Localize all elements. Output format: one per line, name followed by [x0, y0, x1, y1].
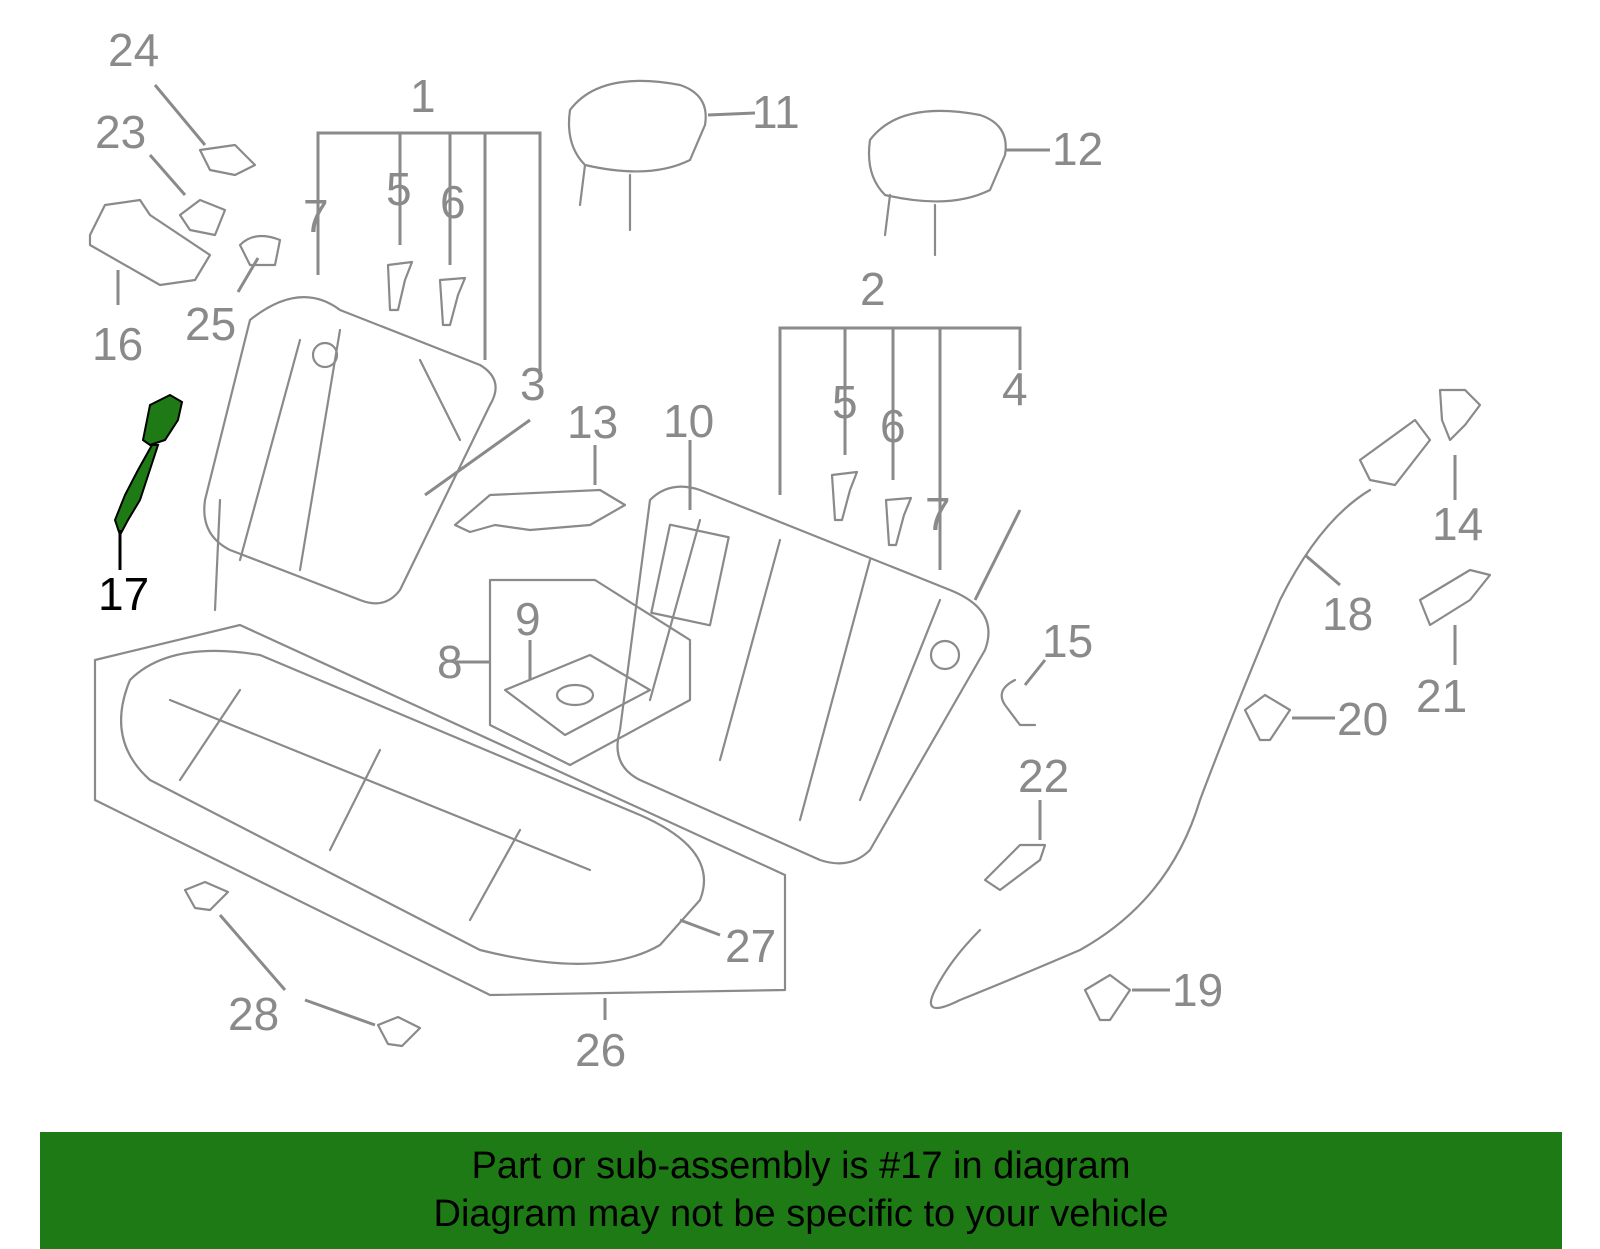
- callout-5-right[interactable]: 5: [832, 376, 858, 428]
- callout-labels: 1 2 3 4 5 5 6 6 7 7 8 9 10 11 12 13 14 1…: [92, 24, 1483, 1076]
- part-22: [983, 843, 1047, 892]
- clip-15: [1000, 678, 1037, 727]
- callout-2[interactable]: 2: [860, 263, 886, 315]
- bracket-13: [453, 488, 627, 534]
- callout-7-left[interactable]: 7: [303, 190, 329, 242]
- part-23: [178, 198, 227, 237]
- callout-9[interactable]: 9: [515, 593, 541, 645]
- callout-25[interactable]: 25: [185, 298, 236, 350]
- banner-line-part: Part or sub-assembly is #17 in diagram: [471, 1145, 1131, 1187]
- part-25: [238, 234, 282, 267]
- callout-14[interactable]: 14: [1432, 498, 1483, 550]
- callout-15[interactable]: 15: [1042, 615, 1093, 667]
- callout-19[interactable]: 19: [1172, 964, 1223, 1016]
- clip-28b: [376, 1015, 422, 1048]
- callout-1[interactable]: 1: [410, 70, 436, 122]
- part-21: [1418, 568, 1492, 627]
- callout-27[interactable]: 27: [725, 920, 776, 972]
- cup-holder: [503, 653, 652, 737]
- parts-diagram: 1 2 3 4 5 5 6 6 7 7 8 9 10 11 12 13 14 1…: [88, 24, 1492, 1076]
- callout-21[interactable]: 21: [1416, 670, 1467, 722]
- part-16: [88, 198, 212, 287]
- info-banner: Part or sub-assembly is #17 in diagram D…: [40, 1132, 1562, 1249]
- callout-12[interactable]: 12: [1052, 123, 1103, 175]
- callout-6-right[interactable]: 6: [880, 400, 906, 452]
- seat-cushion: [119, 649, 705, 965]
- clip-28a: [183, 880, 230, 912]
- highlighted-part-17[interactable]: [113, 393, 184, 538]
- callout-16[interactable]: 16: [92, 318, 143, 370]
- callout-5-left[interactable]: 5: [386, 163, 412, 215]
- armrest-kit-box: [488, 578, 692, 767]
- release-cable-18: [929, 488, 1372, 1010]
- headrest-11: [567, 79, 707, 173]
- clip-20: [1243, 693, 1292, 742]
- leader-lines: [116, 84, 1457, 1027]
- part-14: [1438, 388, 1482, 442]
- callout-10[interactable]: 10: [663, 395, 714, 447]
- callout-11[interactable]: 11: [752, 86, 800, 138]
- callout-3[interactable]: 3: [520, 358, 546, 410]
- callout-4[interactable]: 4: [1002, 363, 1028, 415]
- callout-7-right[interactable]: 7: [925, 488, 951, 540]
- seat-cushion-box: [93, 623, 787, 997]
- release-handle-18: [1358, 418, 1432, 487]
- pass-through-opening: [650, 523, 730, 627]
- headrest-12: [867, 109, 1007, 203]
- left-seat-back: [203, 296, 497, 605]
- callout-28[interactable]: 28: [228, 988, 279, 1040]
- part-outlines: [88, 79, 1492, 1048]
- callout-13[interactable]: 13: [567, 396, 618, 448]
- callout-22[interactable]: 22: [1018, 750, 1069, 802]
- part-24: [198, 143, 257, 177]
- callout-20[interactable]: 20: [1337, 693, 1388, 745]
- callout-8[interactable]: 8: [437, 636, 463, 688]
- callout-24[interactable]: 24: [108, 24, 159, 76]
- callout-23[interactable]: 23: [95, 106, 146, 158]
- clip-19: [1083, 973, 1132, 1022]
- callout-17[interactable]: 17: [98, 568, 149, 620]
- callout-26[interactable]: 26: [575, 1024, 626, 1076]
- callout-18[interactable]: 18: [1322, 588, 1373, 640]
- banner-line-disclaimer: Diagram may not be specific to your vehi…: [433, 1193, 1169, 1235]
- callout-6-left[interactable]: 6: [440, 176, 466, 228]
